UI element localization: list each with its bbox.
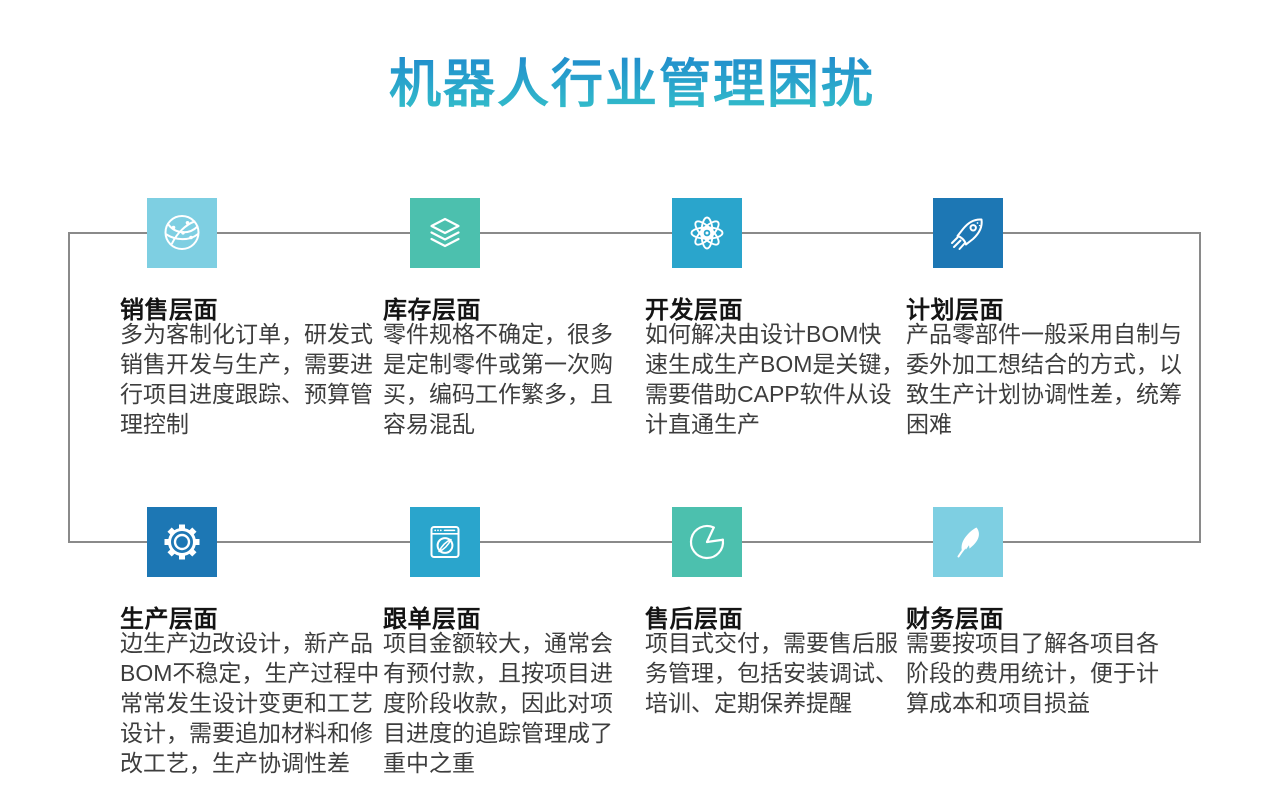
section-title: 跟单层面: [383, 606, 481, 633]
section-title: 售后层面: [645, 606, 743, 633]
browser-compass-icon: [430, 526, 460, 558]
section-title: 开发层面: [645, 297, 743, 324]
section-description: 项目金额较大，通常会 有预付款，且按项目进 度阶段收款，因此对项 目进度的追踪管…: [383, 630, 613, 776]
inventory-icon-box: [410, 198, 480, 268]
layers-icon: [430, 217, 460, 248]
finance-icon-box: [933, 507, 1003, 577]
planning-icon-box: [933, 198, 1003, 268]
section-description: 如何解决由设计BOM快 速生成生产BOM是关键， 需要借助CAPP软件从设 计直…: [645, 321, 905, 437]
development-icon-box: [672, 198, 742, 268]
atom-icon: [690, 216, 724, 250]
order-tracking-icon-box: [410, 507, 480, 577]
section-description: 多为客制化订单，研发式 销售开发与生产，需要进 行项目进度跟踪、预算管 理控制: [120, 321, 373, 437]
section-description: 项目式交付，需要售后服 务管理，包括安装调试、 培训、定期保养提醒: [645, 630, 898, 716]
rocket-icon: [951, 218, 983, 250]
pie-chart-icon: [689, 524, 725, 560]
section-title: 生产层面: [120, 606, 218, 633]
feather-icon: [957, 527, 979, 558]
section-title: 销售层面: [120, 297, 218, 324]
section-description: 产品零部件一般采用自制与 委外加工想结合的方式，以 致生产计划协调性差，统筹 困…: [906, 321, 1182, 437]
section-description: 零件规格不确定，很多 是定制零件或第一次购 买，编码工作繁多，且 容易混乱: [383, 321, 613, 437]
sales-icon-box: [147, 198, 217, 268]
section-description: 需要按项目了解各项目各 阶段的费用统计，便于计 算成本和项目损益: [906, 630, 1159, 716]
gear-icon: [164, 524, 200, 560]
section-title: 财务层面: [906, 606, 1004, 633]
section-title: 计划层面: [906, 297, 1004, 324]
section-description: 边生产边改设计，新产品 BOM不稳定，生产过程中 常常发生设计变更和工艺 设计，…: [120, 630, 380, 776]
production-icon-box: [147, 507, 217, 577]
section-title: 库存层面: [383, 297, 481, 324]
connector-frame: [68, 232, 1201, 543]
page-title: 机器人行业管理困扰: [0, 42, 1264, 117]
globe-network-icon: [164, 215, 200, 250]
after-sales-icon-box: [672, 507, 742, 577]
